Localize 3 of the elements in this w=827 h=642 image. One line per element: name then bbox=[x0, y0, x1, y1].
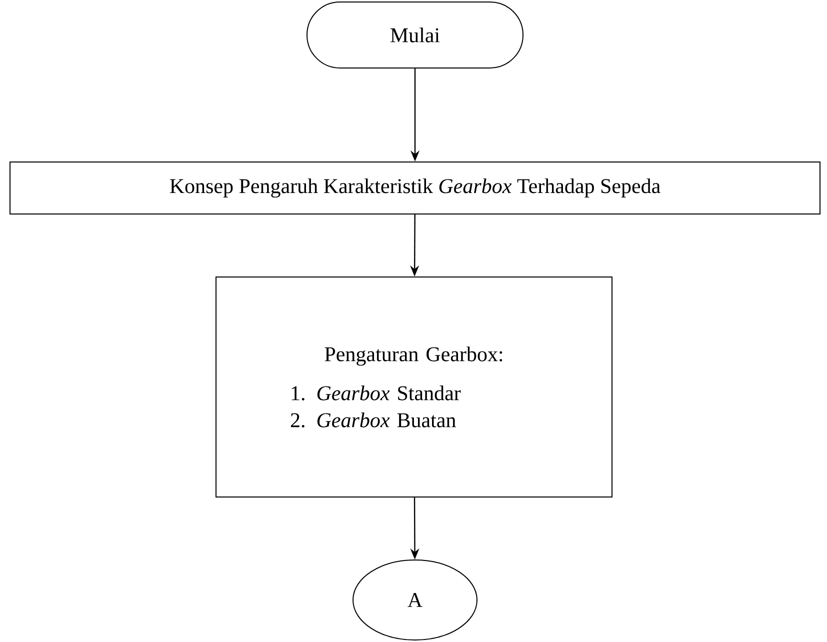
process-box: Konsep Pengaruh Karakteristik Gearbox Terhadap Sepeda bbox=[10, 162, 820, 214]
terminator-box: Mulai bbox=[306, 2, 524, 68]
process-box: Pengaturan Gearbox: 1. Gearbox Standar 2. Gearbox Buatan bbox=[216, 276, 612, 498]
